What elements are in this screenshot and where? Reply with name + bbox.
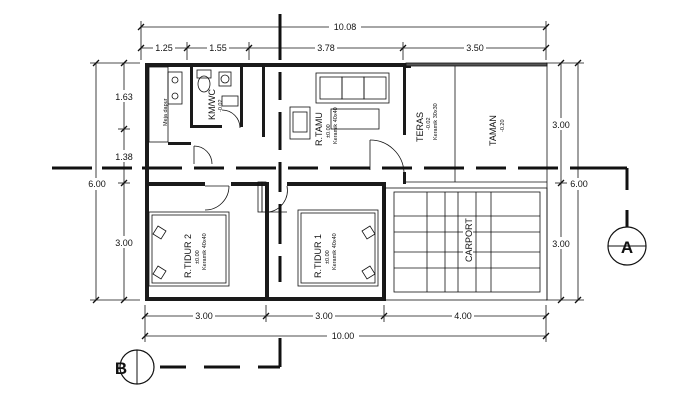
label-carport: CARPORT	[464, 218, 474, 262]
label-r-tamu-level: ±0.00	[326, 124, 332, 138]
label-teras-floor: Keramik 30x30	[433, 103, 439, 140]
dim-top-total: 10.08	[334, 22, 357, 32]
section-line-a	[52, 166, 629, 228]
label-taman: TAMAN	[488, 115, 498, 146]
section-marker-b: B	[115, 349, 155, 385]
section-marker-a: A	[607, 226, 647, 266]
label-r-tidur-2-level: ±0.00	[195, 250, 201, 264]
label-teras: TERAS	[415, 112, 425, 142]
dim-left-2: 1.38	[115, 152, 133, 162]
bed-1	[297, 209, 379, 287]
dimension-labels: 10.08 1.25 1.55 3.78 3.50 3.00 3.00 4.00…	[86, 21, 590, 342]
dim-left-3: 3.00	[115, 238, 133, 248]
dim-right-total: 6.00	[570, 179, 588, 189]
dim-bottom-3: 4.00	[454, 311, 472, 321]
label-r-tamu: R.TAMU	[314, 112, 324, 146]
label-r-tidur-1-floor: Keramik 40x40	[332, 233, 338, 270]
room-labels: Meja dapur KM/WC -0.02 R.TAMU ±0.00 Kera…	[163, 89, 506, 278]
dim-top-2: 1.55	[209, 43, 227, 53]
label-r-tidur-2-floor: Keramik 40x40	[202, 233, 208, 270]
dim-bottom-2: 3.00	[315, 311, 333, 321]
label-kmwc: KM/WC	[207, 89, 217, 120]
dim-bottom-1: 3.00	[195, 311, 213, 321]
section-label-a: A	[621, 238, 633, 257]
dimension-lines	[90, 21, 584, 342]
toilet-icon	[196, 69, 239, 107]
label-r-tidur-2: R.TIDUR 2	[183, 234, 193, 278]
label-kmwc-level: -0.02	[218, 99, 224, 112]
label-taman-level: -0.20	[500, 119, 506, 132]
dim-left-total: 6.00	[88, 179, 106, 189]
doors	[193, 109, 405, 213]
bed-2	[148, 211, 230, 287]
section-label-b: B	[115, 359, 127, 378]
site-outlines	[384, 62, 548, 301]
dim-bottom-total: 10.00	[332, 331, 355, 341]
label-meja-dapur: Meja dapur	[163, 98, 169, 126]
sofa-set	[289, 72, 390, 140]
dim-top-3: 3.78	[317, 43, 335, 53]
walls	[145, 63, 411, 301]
kitchen-counter	[148, 66, 183, 143]
dim-top-4: 3.50	[466, 43, 484, 53]
label-r-tidur-1: R.TIDUR 1	[313, 234, 323, 278]
dim-top-1: 1.25	[155, 43, 173, 53]
label-r-tidur-1-level: ±0.00	[325, 250, 331, 264]
label-teras-level: -0.02	[426, 117, 432, 130]
label-r-tamu-floor: Keramik 40x40	[333, 107, 339, 144]
dim-left-1: 1.63	[115, 92, 133, 102]
dimension-ticks	[92, 23, 582, 340]
section-line-b	[160, 14, 282, 369]
dim-right-1: 3.00	[552, 120, 570, 130]
dim-right-2: 3.00	[552, 239, 570, 249]
